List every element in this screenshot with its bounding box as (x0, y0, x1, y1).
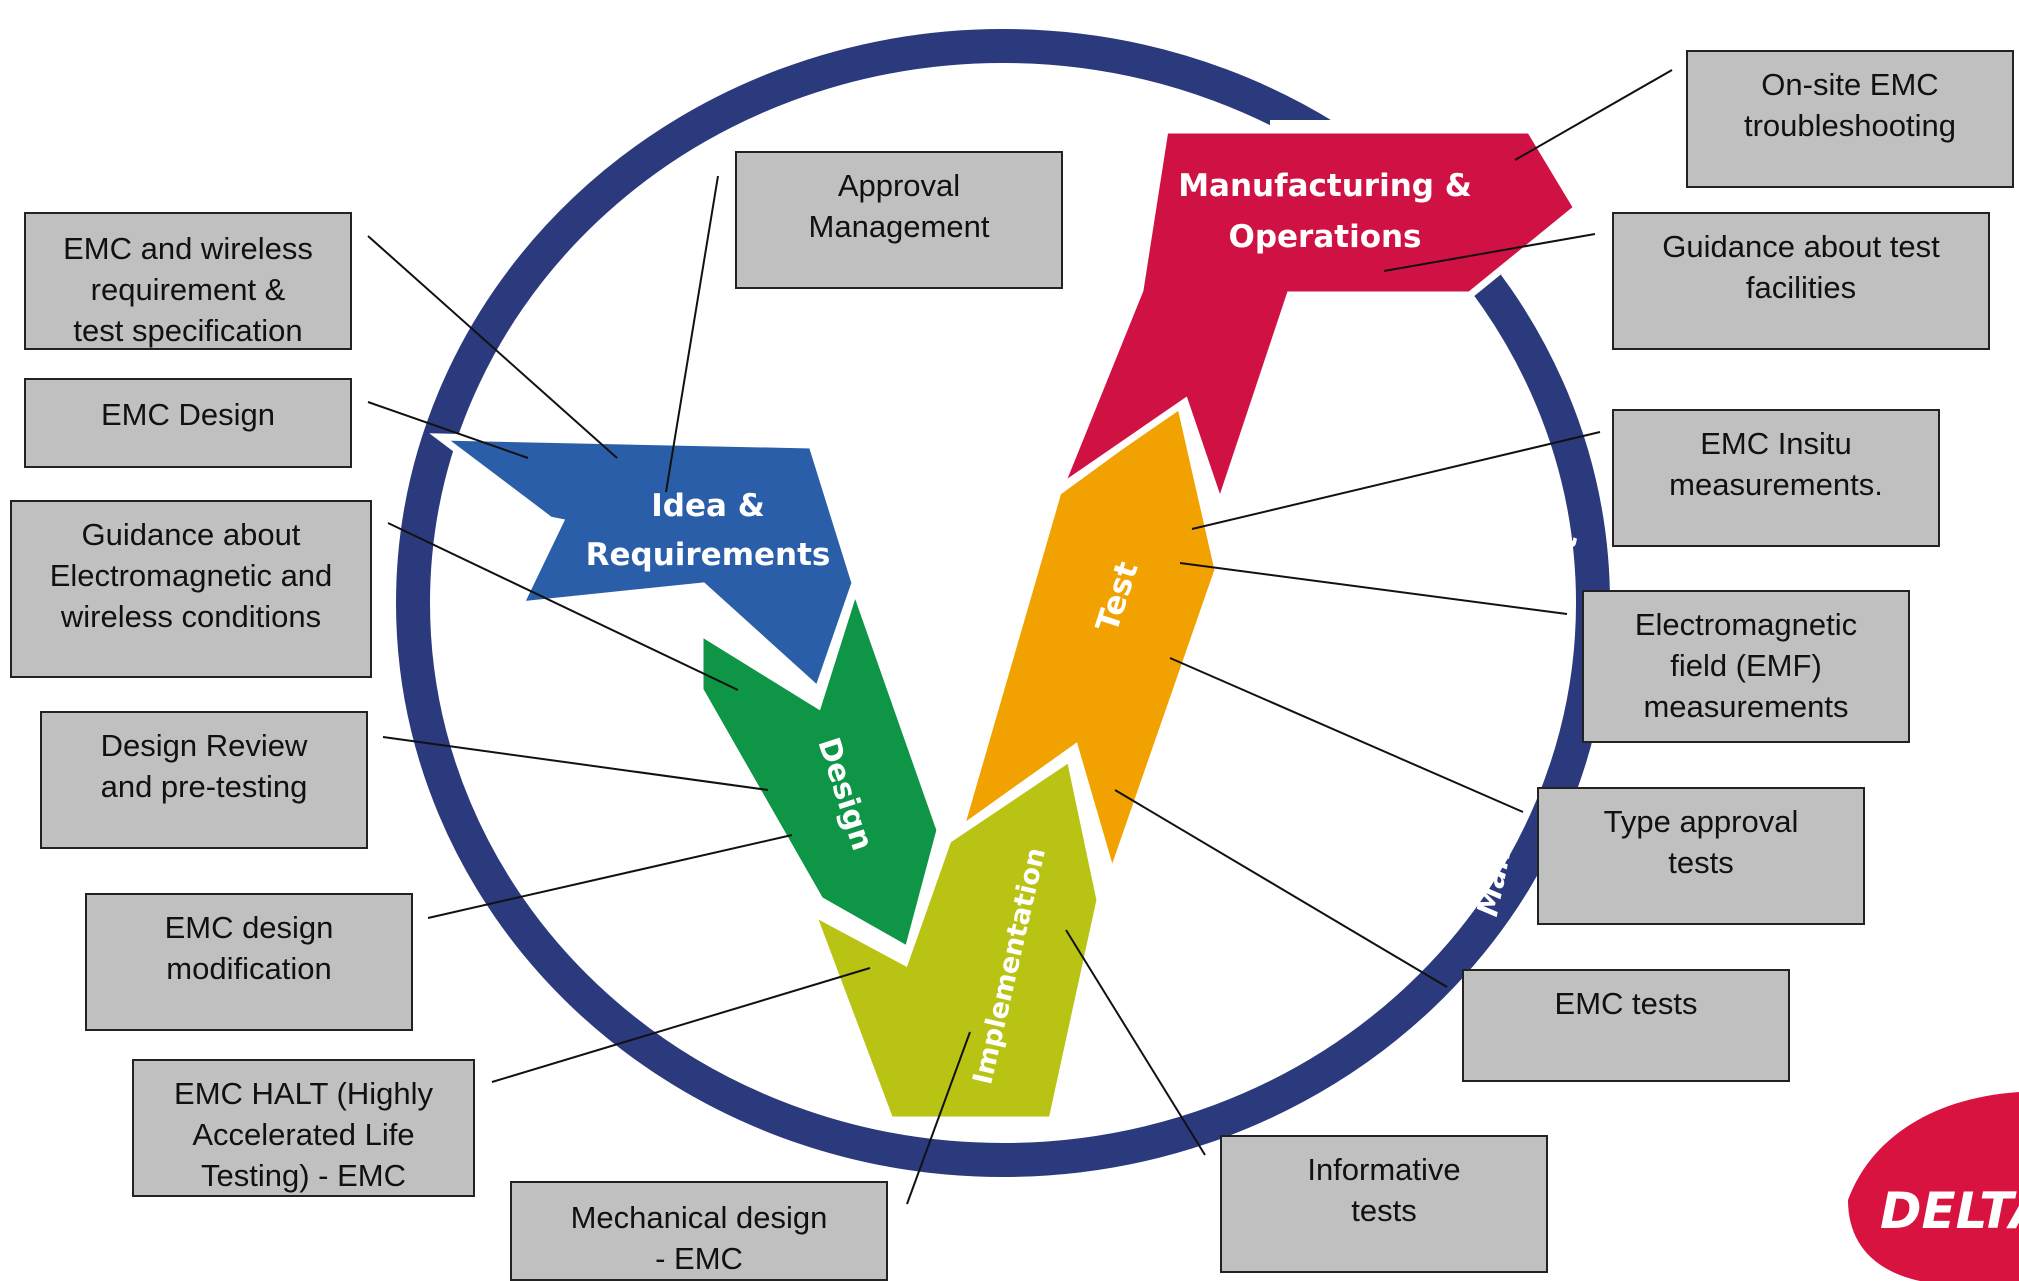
stage-arrow-test (953, 397, 1222, 887)
connector-informative-tests (1065, 929, 1206, 1156)
delta-logo-text: DELTA (1880, 1182, 2019, 1240)
connector-mechanical-design (906, 1031, 971, 1205)
connector-design-review (382, 736, 769, 791)
box-guidance-test-facilities: Guidance about test facilities (1612, 212, 1990, 350)
delta-logo: DELTA (1848, 1092, 2019, 1281)
connector-emc-wireless-requirement (367, 235, 618, 459)
box-emc-wireless-requirement: EMC and wireless requirement & test spec… (24, 212, 352, 350)
connector-guidance-em-wireless (387, 522, 739, 691)
box-emc-tests: EMC tests (1462, 969, 1790, 1082)
box-emc-insitu: EMC Insitu measurements. (1612, 409, 1940, 547)
stage-arrow-manufacturing (1052, 126, 1582, 516)
box-onsite-troubleshooting: On-site EMC troubleshooting (1686, 50, 2014, 188)
stage-arrow-design (696, 576, 944, 956)
stage-label-idea-line2: Requirements (586, 537, 831, 573)
connector-type-approval (1169, 657, 1524, 813)
box-approval-management: Approval Management (735, 151, 1063, 289)
connector-approval-management (665, 175, 719, 493)
box-informative-tests: Informative tests (1220, 1135, 1548, 1273)
box-emc-halt: EMC HALT (Highly Accelerated Life Testin… (132, 1059, 475, 1197)
delta-logo-shape (1848, 1092, 2019, 1281)
box-emc-design-modification: EMC design modification (85, 893, 413, 1031)
stage-label-idea-line1: Idea & (651, 488, 765, 524)
box-emc-design: EMC Design (24, 378, 352, 468)
connector-emc-tests (1114, 789, 1448, 988)
box-emf-measurements: Electromagnetic field (EMF) measurements (1582, 590, 1910, 743)
connector-emc-design-modification (427, 834, 793, 919)
connector-emc-insitu (1191, 431, 1601, 530)
connector-guidance-test-facilities (1383, 233, 1596, 272)
box-guidance-em-wireless: Guidance about Electromagnetic and wirel… (10, 500, 372, 678)
stage-arrow-implementation (805, 752, 1104, 1124)
connector-emc-halt (491, 967, 871, 1083)
stage-label-manufacturing-line2: Operations (1228, 219, 1421, 255)
box-mechanical-design: Mechanical design - EMC (510, 1181, 888, 1281)
connector-lines (367, 69, 1673, 1205)
box-type-approval: Type approval tests (1537, 787, 1865, 925)
connector-emc-design (367, 401, 529, 459)
box-design-review: Design Review and pre-testing (40, 711, 368, 849)
stage-arrow-idea (429, 433, 859, 697)
connector-emf-measurements (1179, 562, 1568, 615)
connector-onsite-troubleshooting (1514, 69, 1673, 161)
stage-label-manufacturing-line1: Manufacturing & (1178, 168, 1472, 204)
